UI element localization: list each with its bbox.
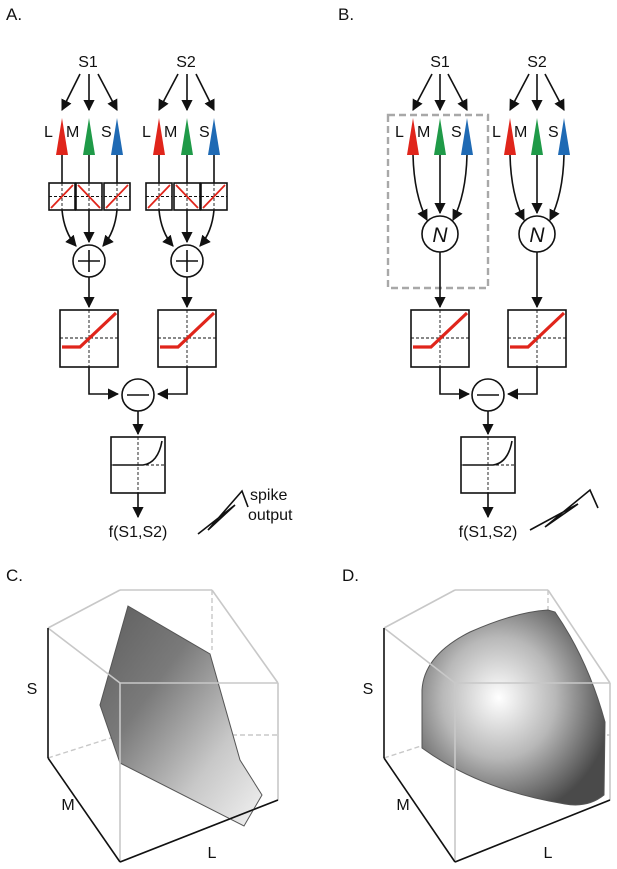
panel-d-l-axis-label: L: [544, 845, 553, 862]
panel-a-cone-l-label: L: [44, 124, 53, 141]
panel-c-m-axis-label: M: [61, 797, 74, 814]
spike-icon: [529, 488, 599, 531]
sum-node-icon: [170, 244, 204, 278]
s-cone-icon: [461, 118, 473, 155]
panel-b-cone-l-label: L: [395, 124, 404, 141]
panel-b: B. S1 S2 L M S L M S: [338, 5, 599, 541]
panel-b-cone-m-label-2: M: [514, 124, 527, 141]
m-cone-icon: [434, 118, 446, 155]
s-cone-icon: [558, 118, 570, 155]
l-cone-icon: [153, 118, 165, 155]
panel-d-label: D.: [342, 566, 359, 585]
norm-symbol: N: [432, 224, 448, 247]
rectifier-nonlinearity-icon: [157, 309, 217, 368]
panel-b-cone-s-label-2: S: [548, 124, 559, 141]
normalization-node-icon: N: [421, 215, 459, 253]
panel-a-stim2-arrows: [158, 73, 215, 112]
panel-c-surface: [99, 605, 263, 827]
panel-b-cone-m-label: M: [417, 124, 430, 141]
subtract-node-icon: [471, 378, 505, 412]
panel-a-label: A.: [6, 5, 22, 24]
panel-a-output-function: f(S1,S2): [109, 524, 168, 541]
s-cone-icon: [111, 118, 123, 155]
panel-a-cone-m-label: M: [66, 124, 79, 141]
m-cone-icon: [531, 118, 543, 155]
panel-a-spike-label-line1: spike: [250, 487, 287, 504]
normalization-group-outline: [386, 113, 490, 290]
panel-a-stim1-label: S1: [78, 54, 98, 71]
panel-d: D. S M L: [342, 566, 611, 863]
m-cone-icon: [181, 118, 193, 155]
panel-b-stim2-label: S2: [527, 54, 547, 71]
panel-b-stim2-arrows: [509, 73, 565, 112]
norm-symbol: N: [529, 224, 545, 247]
spike-icon: [197, 489, 249, 535]
panel-d-m-axis: [383, 757, 456, 863]
panel-a-cone-m-label-2: M: [164, 124, 177, 141]
l-cone-icon: [56, 118, 68, 155]
panel-a-spike-label-line2: output: [248, 507, 293, 524]
panel-c-l-axis: [119, 799, 279, 863]
panel-d-s-axis-label: S: [363, 681, 374, 698]
panel-d-l-axis: [454, 799, 611, 863]
panel-c-l-axis-label: L: [208, 845, 217, 862]
panel-b-output-function: f(S1,S2): [459, 524, 518, 541]
sum-node-icon: [72, 244, 106, 278]
panel-a-cone-s-label: S: [101, 124, 112, 141]
panel-a-weight-boxes-1: [48, 182, 131, 211]
panel-a-weight-boxes-2: [145, 182, 228, 211]
s-cone-icon: [208, 118, 220, 155]
panel-b-stim1-label: S1: [430, 54, 450, 71]
panel-c-s-axis-label: S: [27, 681, 38, 698]
panel-c-label: C.: [6, 566, 23, 585]
rectifier-nonlinearity-icon: [59, 309, 119, 368]
panel-c-m-axis: [47, 757, 121, 863]
panel-b-cone-l-label-2: L: [492, 124, 501, 141]
panel-d-m-axis-label: M: [396, 797, 409, 814]
panel-b-label: B.: [338, 5, 354, 24]
panel-b-cone-s-label: S: [451, 124, 462, 141]
panel-a-cone-s-label-2: S: [199, 124, 210, 141]
output-nonlinearity-icon: [110, 436, 166, 494]
l-cone-icon: [407, 118, 419, 155]
panel-a: A. S1 S2 L M S L M S: [6, 5, 293, 541]
panel-a-sum-arrows: [61, 209, 215, 247]
m-cone-icon: [83, 118, 95, 155]
panel-a-stim2-label: S2: [176, 54, 196, 71]
panel-a-cone-l-label-2: L: [142, 124, 151, 141]
panel-d-surface: [421, 609, 606, 806]
rectifier-nonlinearity-icon: [507, 309, 567, 368]
rectifier-nonlinearity-icon: [410, 309, 470, 368]
panel-a-stim1-arrows: [61, 73, 118, 112]
normalization-node-icon: N: [518, 215, 556, 253]
panel-b-stim1-arrows: [412, 73, 468, 112]
subtract-node-icon: [121, 378, 155, 412]
panel-b-norm-arrows: [412, 154, 565, 221]
output-nonlinearity-icon: [460, 436, 516, 494]
l-cone-icon: [504, 118, 516, 155]
panel-c: C. S M L: [6, 566, 279, 863]
